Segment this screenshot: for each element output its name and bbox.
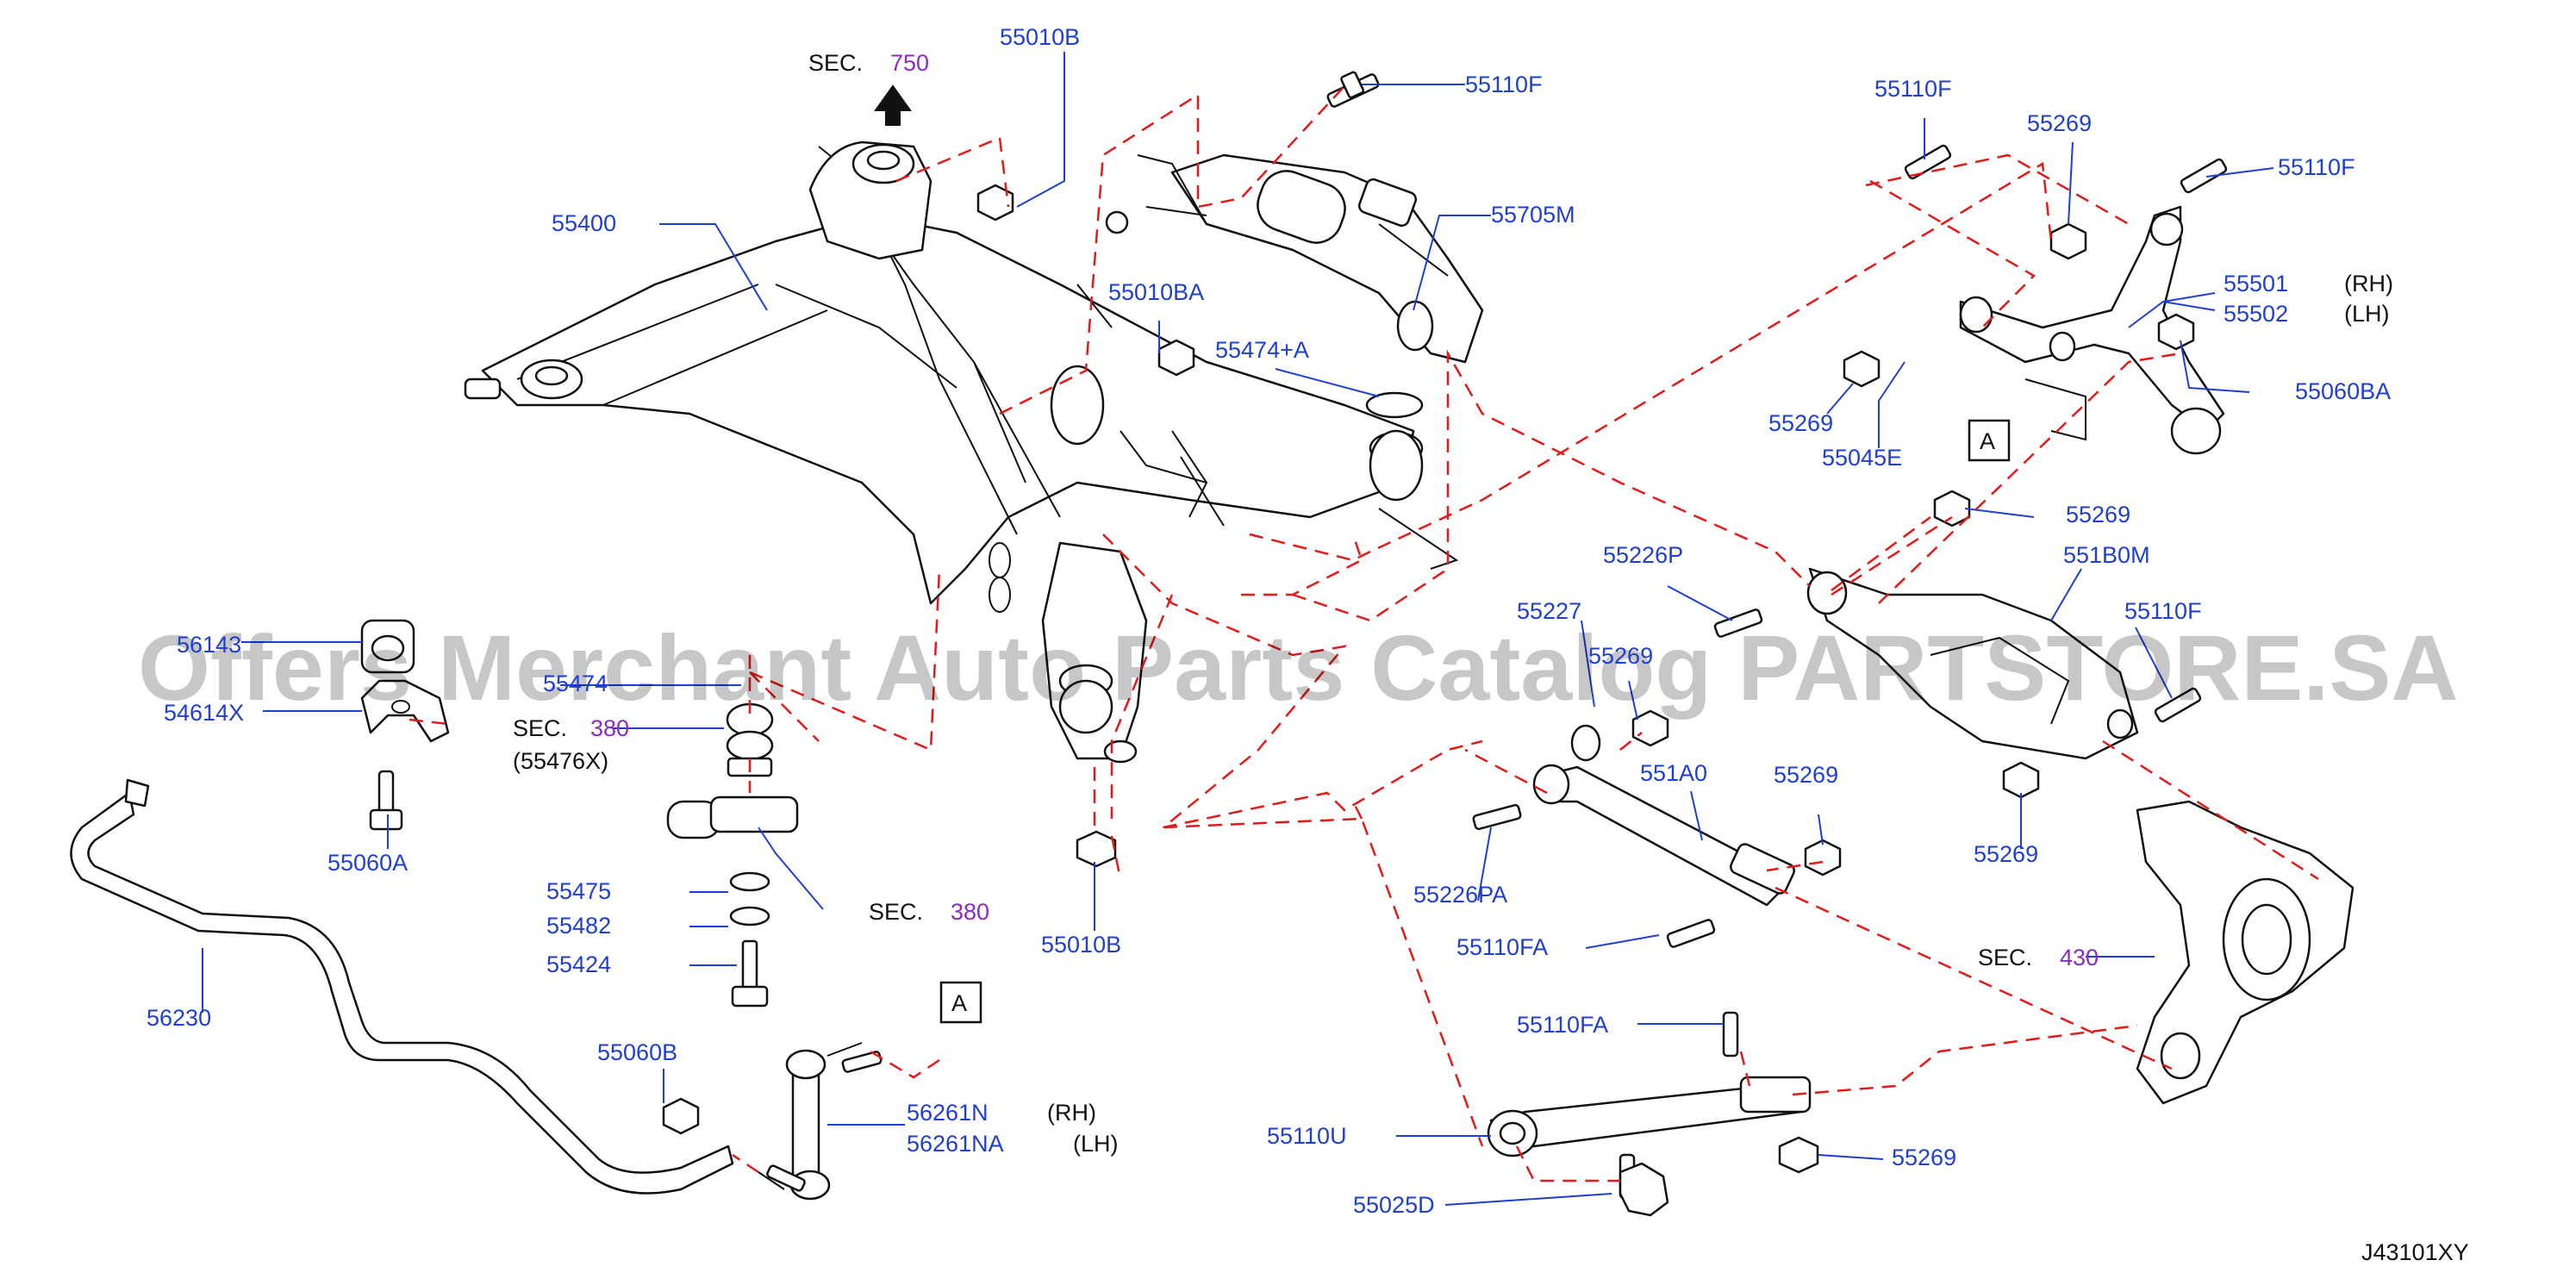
part-label-551b0m[interactable]: 551B0M (2063, 542, 2150, 568)
callout-a-bottom-label: A (951, 990, 967, 1016)
part-label-55025d[interactable]: 55025D (1353, 1192, 1435, 1218)
part-label-55110f-r1[interactable]: 55110F (1874, 76, 1952, 102)
sec380a-sub: (55476X) (513, 748, 608, 774)
upper-link-arm (1959, 205, 2225, 455)
part-label-55269-r6[interactable]: 55269 (1974, 841, 2038, 867)
part-label-55060b[interactable]: 55060B (597, 1039, 677, 1065)
part-label-55227[interactable]: 55227 (1517, 598, 1581, 624)
leader-lines (202, 52, 2274, 1206)
callout-a-top-label: A (1980, 428, 1995, 454)
part-label-55110u[interactable]: 55110U (1267, 1123, 1347, 1149)
stabilizer-bushing-clamp (360, 619, 450, 743)
sec430-number[interactable]: 430 (2060, 945, 2099, 970)
stabilizer-bar (70, 778, 734, 1195)
sec380a-number[interactable]: 380 (590, 715, 629, 741)
part-label-55269-r5[interactable]: 55269 (1774, 762, 1838, 788)
part-label-55045e[interactable]: 55045E (1822, 445, 1902, 471)
part-label-55269-r2[interactable]: 55269 (1768, 410, 1833, 436)
part-label-55269-r1[interactable]: 55269 (2027, 110, 2092, 136)
sec750-number[interactable]: 750 (890, 50, 929, 76)
callout-a-bottom: A (939, 981, 982, 1024)
part-label-55502-side: (LH) (2344, 301, 2390, 327)
part-label-55110f-r2[interactable]: 55110F (2278, 154, 2355, 180)
part-label-55226pa[interactable]: 55226PA (1413, 882, 1507, 908)
part-label-55110f-r3[interactable]: 55110F (2124, 598, 2202, 624)
watermark: Offers Merchant Auto Parts Catalog PARTS… (138, 615, 2458, 720)
part-label-55705m[interactable]: 55705M (1491, 202, 1575, 228)
sec380a-prefix: SEC. (513, 715, 567, 741)
diagram-code: J43101XY (2361, 1239, 2469, 1265)
part-label-55226p[interactable]: 55226P (1603, 542, 1683, 568)
sec430-prefix: SEC. (1978, 945, 2032, 970)
sec380b-number[interactable]: 380 (951, 899, 989, 925)
lateral-link (1532, 764, 1795, 907)
part-label-55110fa-2[interactable]: 55110FA (1517, 1012, 1608, 1038)
part-label-56261n[interactable]: 56261N (907, 1100, 989, 1126)
part-label-55502[interactable]: 55502 (2224, 301, 2288, 327)
part-label-56261n-side: (RH) (1047, 1100, 1096, 1126)
part-label-55269-r4[interactable]: 55269 (1588, 643, 1653, 669)
part-label-55475[interactable]: 55475 (546, 878, 611, 904)
part-label-56143[interactable]: 56143 (177, 632, 241, 658)
part-labels: 55010B 55110F 55400 55705M 55010BA 55474… (147, 24, 2393, 1218)
rear-axle-housing (2136, 800, 2355, 1105)
rear-motor-actuator (1105, 153, 1484, 364)
part-label-55010b-bot[interactable]: 55010B (1041, 932, 1121, 958)
part-label-56261na[interactable]: 56261NA (907, 1131, 1004, 1157)
part-label-56230[interactable]: 56230 (147, 1005, 211, 1031)
part-label-56261na-side: (LH) (1073, 1131, 1119, 1157)
sec750-prefix: SEC. (808, 50, 863, 76)
part-label-55269-r3[interactable]: 55269 (2066, 502, 2130, 527)
part-label-55424[interactable]: 55424 (546, 951, 611, 977)
part-label-55501-side: (RH) (2344, 271, 2393, 296)
part-label-551a0[interactable]: 551A0 (1640, 760, 1707, 786)
part-label-55010ba[interactable]: 55010BA (1108, 279, 1204, 305)
part-label-55269-r7[interactable]: 55269 (1892, 1145, 1956, 1170)
part-label-55060ba[interactable]: 55060BA (2295, 378, 2391, 404)
part-label-55110fa-1[interactable]: 55110FA (1456, 934, 1548, 960)
part-label-55474a[interactable]: 55474+A (1215, 337, 1309, 363)
part-label-55110f-top[interactable]: 55110F (1465, 72, 1543, 97)
part-label-55010b-top[interactable]: 55010B (1000, 24, 1080, 50)
bolts-and-nuts (369, 71, 2228, 1217)
sec380b-prefix: SEC. (869, 899, 923, 925)
part-label-55501[interactable]: 55501 (2224, 271, 2288, 296)
part-label-55474[interactable]: 55474 (543, 671, 608, 696)
callout-a-top: A (1968, 419, 2011, 462)
lower-lateral-link (1487, 1076, 1812, 1157)
part-label-55400[interactable]: 55400 (552, 210, 616, 236)
dashed-alignment-lines (409, 85, 2319, 1182)
part-label-55060a[interactable]: 55060A (327, 850, 408, 876)
rear-suspension-member (464, 140, 1459, 764)
arrow-up-icon (874, 84, 912, 126)
part-label-54614x[interactable]: 54614X (164, 700, 244, 726)
part-label-55482[interactable]: 55482 (546, 913, 611, 939)
